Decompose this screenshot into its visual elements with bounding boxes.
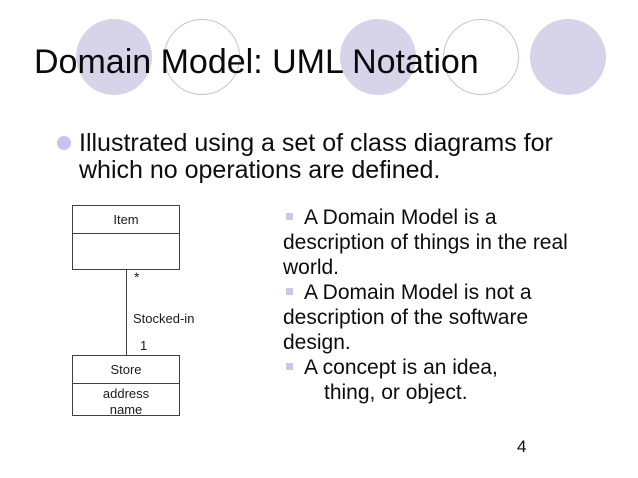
slide-title: Domain Model: UML Notation [34, 43, 479, 81]
uml-class-store-attributes: address name [73, 384, 179, 418]
association-label: Stocked-in [133, 311, 195, 326]
sub-bullet-text: A Domain Model is not a [304, 281, 532, 304]
sub-bullet-line: description of the software [283, 306, 529, 329]
decorative-circle-icon [76, 19, 152, 95]
square-bullet-icon [286, 287, 293, 295]
sub-bullet-list: A Domain Model is a description of thing… [283, 205, 613, 405]
uml-class-item: Item [72, 205, 180, 270]
sub-bullet-line: A concept is an idea, [283, 355, 613, 380]
sub-bullet-line: design. [283, 331, 351, 354]
sub-bullet-line: description of things in the real [283, 231, 568, 254]
square-bullet-icon [286, 212, 293, 220]
main-bullet-text: Illustrated using a set of class diagram… [79, 130, 553, 184]
main-bullet-line: Illustrated using a set of class diagram… [79, 129, 553, 157]
uml-class-item-name: Item [73, 206, 179, 234]
uml-class-store-name: Store [73, 356, 179, 384]
uml-attribute: name [109, 402, 143, 417]
main-bullet-line: which no operations are defined. [79, 156, 441, 184]
bullet-dot-icon [57, 136, 71, 150]
decorative-circle-icon [340, 19, 416, 95]
sub-bullet-line: thing, or object. [324, 381, 468, 404]
sub-bullet-line: A Domain Model is not a [283, 280, 613, 305]
uml-class-item-attributes [73, 234, 179, 236]
uml-attribute: address [102, 386, 150, 401]
sub-bullet-text: A concept is an idea, [304, 356, 498, 379]
square-bullet-icon [286, 362, 293, 370]
decorative-circle-icon [530, 19, 606, 95]
uml-class-store: Store address name [72, 355, 180, 418]
decorative-circle-icon [443, 19, 519, 95]
association-line [126, 270, 127, 355]
sub-bullet-text: A Domain Model is a [304, 206, 497, 229]
multiplicity-many-label: * [134, 269, 140, 285]
decorative-circle-icon [164, 19, 240, 95]
sub-bullet-line: A Domain Model is a [283, 205, 613, 230]
multiplicity-one-label: 1 [140, 338, 148, 353]
sub-bullet-line: world. [283, 256, 340, 279]
page-number: 4 [517, 437, 527, 456]
